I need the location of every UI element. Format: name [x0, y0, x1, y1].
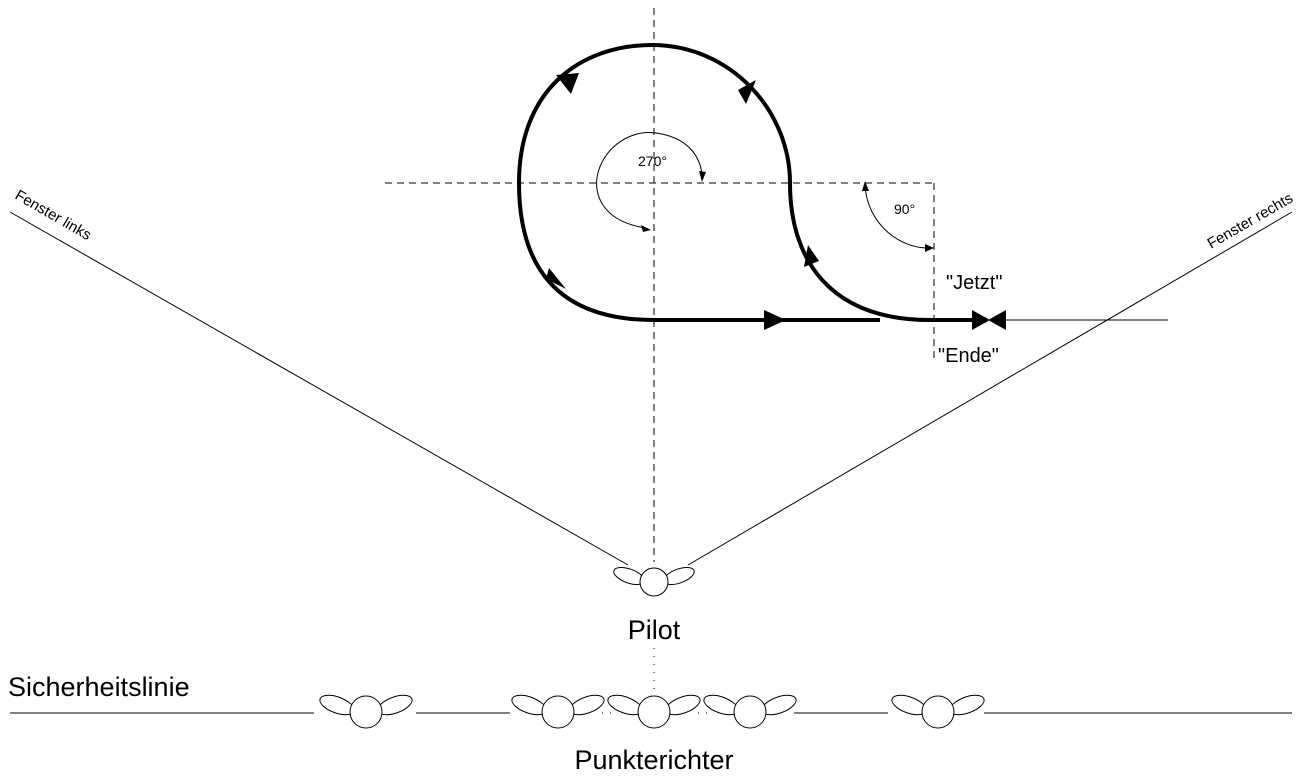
angle-90-arc — [864, 185, 929, 249]
judge-icon-2 — [511, 694, 605, 729]
angle-90-arrow-top — [862, 181, 869, 191]
angle-270-arc — [596, 132, 703, 229]
judges-label: Punkterichter — [574, 745, 733, 775]
judge-icon-4 — [703, 694, 797, 729]
window-left-label: Fenster links — [12, 187, 94, 244]
angle-90-label: 90° — [894, 201, 915, 217]
window-left-line — [9, 211, 629, 566]
window-right-label: Fenster rechts — [1204, 190, 1296, 253]
angle-270-arrow-bottom — [641, 225, 651, 232]
angle-270-label: 270° — [638, 153, 667, 169]
safety-line-label: Sicherheitslinie — [8, 672, 190, 702]
start-marker — [988, 310, 1006, 330]
arrow-lower-left — [546, 268, 566, 289]
end-marker — [972, 310, 990, 330]
jetzt-label: "Jetzt" — [946, 272, 1002, 294]
angle-90-arrow-right — [925, 244, 934, 252]
pilot-label: Pilot — [628, 615, 681, 645]
arrow-lower-right — [804, 245, 819, 267]
arrow-upper-right — [738, 80, 756, 104]
ende-label: "Ende" — [938, 345, 999, 367]
arrow-upper-left — [556, 73, 579, 94]
judge-icon-3 — [607, 694, 701, 729]
window-right-line — [687, 211, 1293, 566]
arrow-bottom-right — [764, 310, 786, 330]
judge-icon-1 — [319, 694, 413, 729]
angle-270-arrow-top — [699, 171, 706, 182]
pilot-icon — [613, 566, 695, 597]
judge-icon-5 — [891, 694, 985, 729]
